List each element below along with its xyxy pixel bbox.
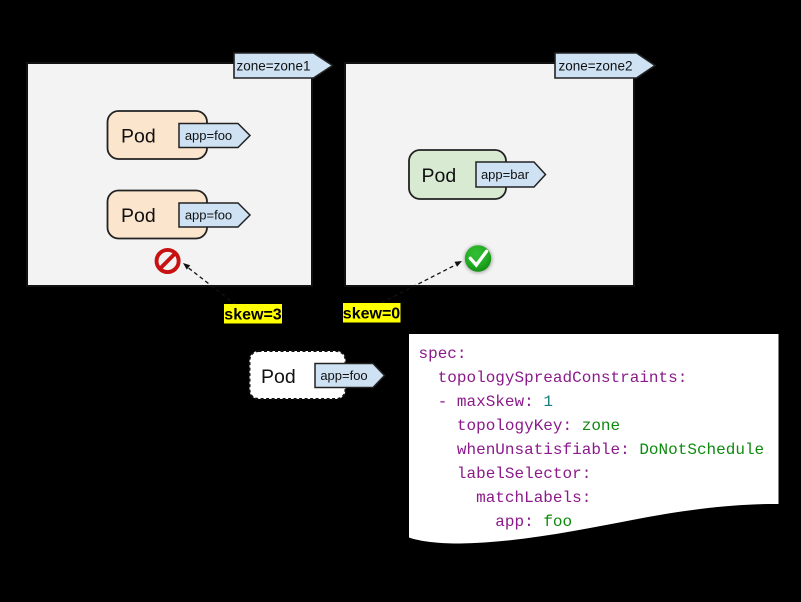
- svg-text:topologySpreadConstraints:: topologySpreadConstraints:: [438, 369, 688, 387]
- svg-text:app: foo: app: foo: [495, 513, 572, 531]
- svg-text:whenUnsatisfiable: DoNotSchedu: whenUnsatisfiable: DoNotSchedule: [457, 441, 764, 459]
- svg-text:Pod: Pod: [261, 366, 296, 388]
- svg-text:labelSelector:: labelSelector:: [457, 465, 591, 483]
- svg-text:- maxSkew: 1: - maxSkew: 1: [438, 393, 553, 411]
- svg-text:topologyKey: zone: topologyKey: zone: [457, 417, 620, 435]
- svg-text:spec:: spec:: [419, 345, 467, 363]
- svg-text:app=foo: app=foo: [185, 128, 232, 143]
- svg-text:app=bar: app=bar: [481, 167, 530, 182]
- svg-text:skew=0: skew=0: [343, 306, 400, 323]
- svg-text:app=foo: app=foo: [185, 208, 232, 223]
- svg-text:Pod: Pod: [121, 126, 156, 148]
- svg-text:zone=zone2: zone=zone2: [559, 59, 633, 74]
- svg-text:Pod: Pod: [422, 165, 457, 187]
- svg-text:app=foo: app=foo: [320, 368, 367, 383]
- svg-text:zone=zone1: zone=zone1: [237, 59, 311, 74]
- svg-text:Pod: Pod: [121, 205, 156, 227]
- svg-text:matchLabels:: matchLabels:: [476, 489, 591, 507]
- svg-text:skew=3: skew=3: [224, 307, 281, 324]
